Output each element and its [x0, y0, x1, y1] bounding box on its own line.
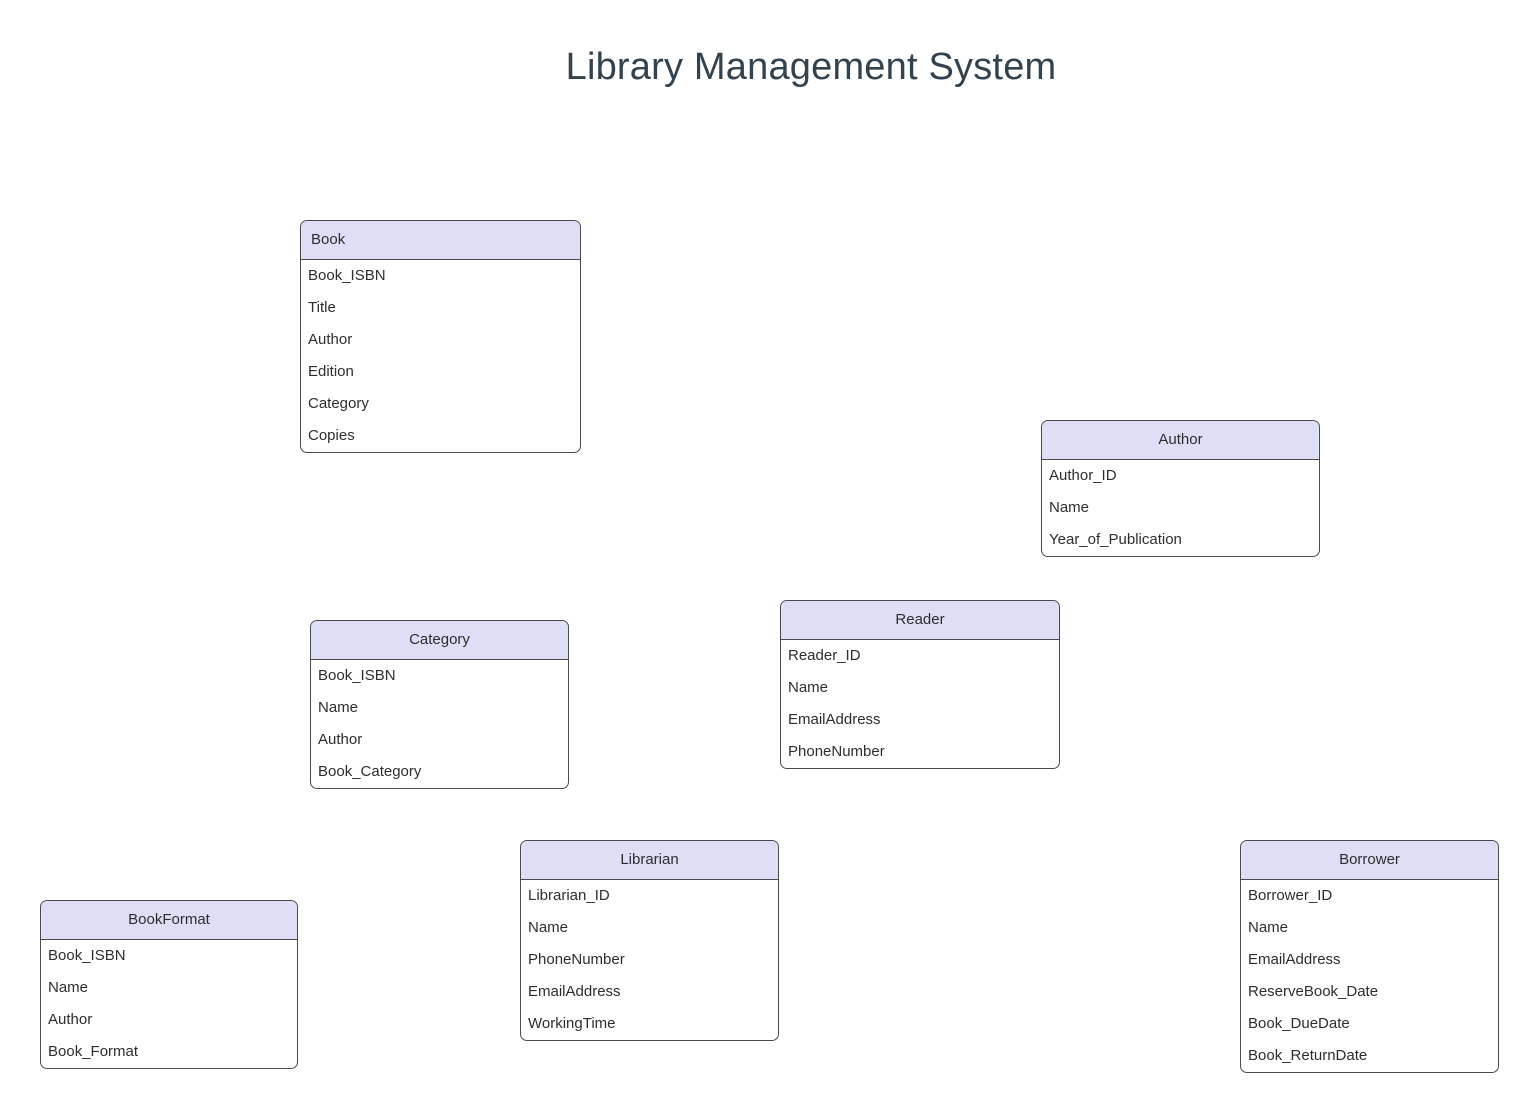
entity-title: Book — [301, 221, 580, 260]
entity-field: Edition — [308, 363, 354, 380]
entity-field: Book_ReturnDate — [1248, 1047, 1368, 1064]
entity-field: Book_Category — [318, 763, 422, 780]
entity-field: EmailAddress — [1248, 951, 1341, 968]
entity-field: Book_ISBN — [308, 267, 386, 284]
entity-field: Name — [1049, 499, 1090, 516]
entity-field: PhoneNumber — [528, 951, 625, 968]
entity-field: Author — [308, 331, 353, 348]
entity-title: BookFormat — [41, 901, 297, 940]
entity-field: Name — [788, 679, 829, 696]
entity-title: Category — [311, 621, 568, 660]
entity-field: EmailAddress — [528, 983, 621, 1000]
entity-field: Book_ISBN — [48, 947, 126, 964]
entity-field: EmailAddress — [788, 711, 881, 728]
entity-field: Book_Format — [48, 1043, 139, 1060]
entity-title: Reader — [781, 601, 1059, 640]
entity-field: Name — [1248, 919, 1289, 936]
entity-field: Borrower_ID — [1248, 887, 1333, 904]
entity-field: ReserveBook_Date — [1248, 983, 1379, 1000]
entity-title: Librarian — [521, 841, 778, 880]
entity-field: Book_ISBN — [318, 667, 396, 684]
entity-title: Author — [1042, 421, 1319, 460]
entity-field: Copies — [308, 427, 355, 444]
entity-field: Book_DueDate — [1248, 1015, 1350, 1032]
entity-field: Author — [48, 1011, 93, 1028]
entity-field: Category — [308, 395, 369, 412]
entity-field: Author_ID — [1049, 467, 1117, 484]
entity-field: Name — [318, 699, 359, 716]
entity-field: Name — [528, 919, 569, 936]
entity-field: Name — [48, 979, 89, 996]
entity-field: PhoneNumber — [788, 743, 885, 760]
entity-field: Reader_ID — [788, 647, 861, 664]
entity-field: Author — [318, 731, 363, 748]
entity-field: Year_of_Publication — [1049, 531, 1182, 548]
entity-field: Librarian_ID — [528, 887, 610, 904]
entity-field: WorkingTime — [528, 1015, 616, 1032]
diagram-title: Library Management System — [565, 46, 1057, 88]
entity-field: Title — [308, 299, 336, 316]
entity-title: Borrower — [1241, 841, 1498, 880]
